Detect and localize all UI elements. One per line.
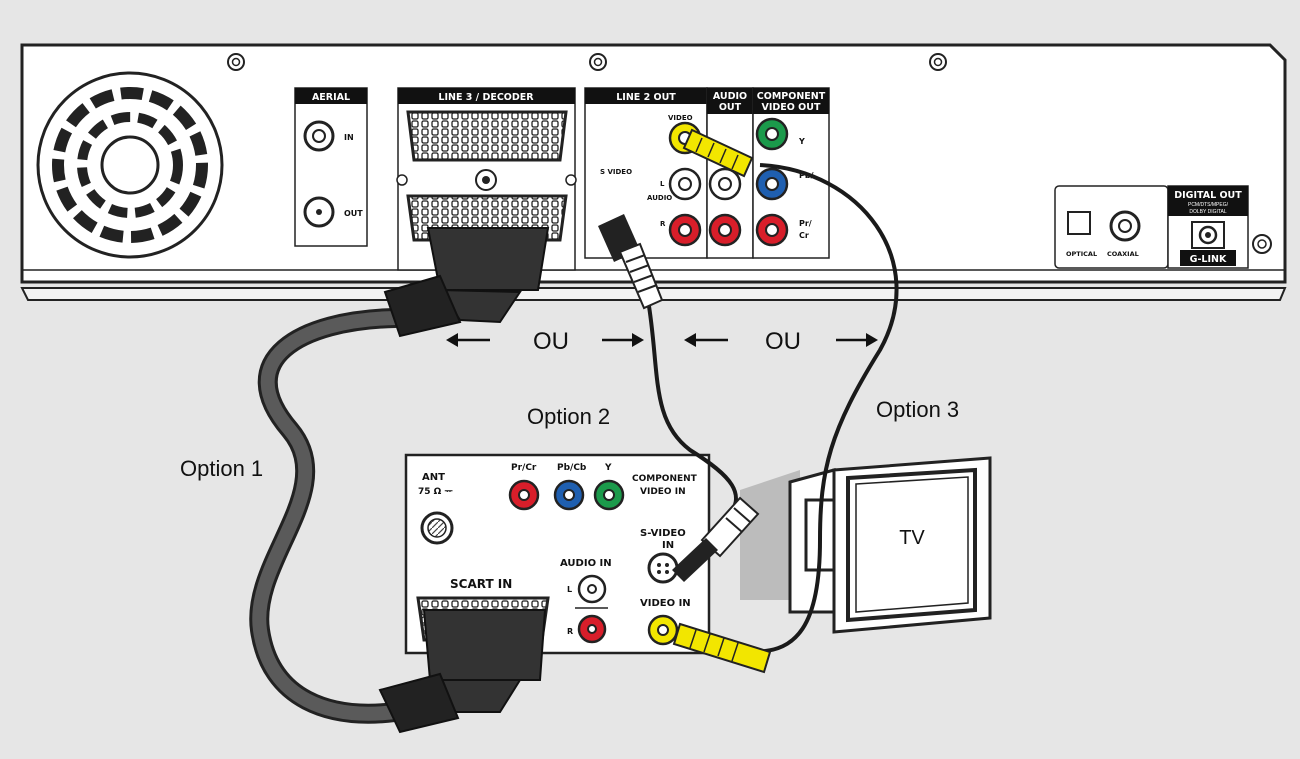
aerial-in-label: IN bbox=[344, 133, 354, 142]
audio-out-header-2: OUT bbox=[719, 102, 742, 113]
tv-pb-jack[interactable] bbox=[553, 479, 585, 511]
screw-icon bbox=[1252, 234, 1272, 254]
tv-audio-in-label: AUDIO IN bbox=[560, 558, 612, 569]
optical-port-icon[interactable] bbox=[1067, 211, 1091, 235]
composite-cable bbox=[739, 163, 899, 654]
scart-plug-top-icon bbox=[383, 227, 550, 338]
component-y-label: Y bbox=[798, 137, 805, 146]
option-1-label: Option 1 bbox=[180, 456, 263, 481]
tv-video-in-jack[interactable] bbox=[647, 614, 679, 646]
tv-label: TV bbox=[899, 527, 925, 549]
tv-ant-label: ANT bbox=[422, 472, 445, 483]
composite-plug-top-icon bbox=[682, 128, 754, 178]
aerial-out-label: OUT bbox=[344, 209, 363, 218]
ou-left-arrows bbox=[446, 333, 644, 347]
svideo-cable bbox=[646, 299, 738, 522]
line2-header: LINE 2 OUT bbox=[616, 92, 676, 103]
line2-r-label: R bbox=[660, 220, 666, 228]
audio-out-header-1: AUDIO bbox=[713, 91, 747, 102]
aerial-header: AERIAL bbox=[312, 92, 350, 103]
tv-video-in-label: VIDEO IN bbox=[640, 598, 691, 609]
tv-audio-l-label: L bbox=[567, 585, 572, 594]
tv-svideo-jack[interactable] bbox=[647, 552, 679, 584]
audio-out-r-jack[interactable] bbox=[708, 213, 742, 247]
audio-l-jack[interactable] bbox=[668, 167, 702, 201]
tv-illustration: TV bbox=[740, 456, 992, 634]
line3-header: LINE 3 / DECODER bbox=[438, 92, 534, 103]
component-y-jack[interactable] bbox=[755, 117, 789, 151]
component-pr-jack[interactable] bbox=[755, 213, 789, 247]
tv-y-jack[interactable] bbox=[593, 479, 625, 511]
line2-svideo-label: S VIDEO bbox=[600, 168, 632, 176]
tv-svideo-label-1: S-VIDEO bbox=[640, 528, 686, 539]
optical-label: OPTICAL bbox=[1066, 250, 1097, 258]
fan-grille-icon bbox=[36, 71, 224, 259]
coaxial-port-icon[interactable] bbox=[1109, 210, 1141, 242]
screw-icon bbox=[929, 53, 947, 71]
tv-prcr-label: Pr/Cr bbox=[511, 463, 537, 473]
component-pb-jack[interactable] bbox=[755, 167, 789, 201]
ou-right-arrows bbox=[684, 333, 878, 347]
recorder-back-panel: AERIAL IN OUT LINE 3 / DECODER LINE 2 OU… bbox=[20, 43, 1287, 301]
tv-audio-l-jack[interactable] bbox=[577, 574, 607, 604]
digital-out-sub-2: DOLBY DIGITAL bbox=[1189, 209, 1227, 215]
line2-video-label: VIDEO bbox=[668, 114, 693, 122]
audio-r-jack[interactable] bbox=[668, 213, 702, 247]
component-header-2: VIDEO OUT bbox=[762, 102, 821, 113]
component-out-panel: COMPONENT VIDEO OUT Y Pb/ Pr/ Cr bbox=[752, 87, 830, 259]
line2-audio-label: AUDIO bbox=[647, 194, 672, 202]
screw-icon bbox=[227, 53, 245, 71]
g-link-port-icon[interactable] bbox=[1198, 225, 1218, 245]
option-3-label: Option 3 bbox=[876, 397, 959, 422]
tv-component-label-2: VIDEO IN bbox=[640, 487, 686, 497]
tv-component-label-1: COMPONENT bbox=[632, 474, 698, 484]
ou-left-label: OU bbox=[533, 328, 569, 355]
tv-pbcb-label: Pb/Cb bbox=[557, 463, 587, 473]
svideo-plug-bottom-icon bbox=[672, 496, 760, 582]
tv-y-label: Y bbox=[604, 463, 612, 473]
coaxial-label: COAXIAL bbox=[1107, 250, 1139, 258]
antenna-in-jack[interactable] bbox=[420, 511, 454, 545]
tv-audio-r-jack[interactable] bbox=[577, 614, 607, 644]
g-link-label: G-LINK bbox=[1190, 254, 1227, 265]
audio-out-panel: AUDIO OUT bbox=[706, 87, 754, 259]
tv-pr-jack[interactable] bbox=[508, 479, 540, 511]
composite-plug-bottom-icon bbox=[672, 622, 772, 674]
option-2-label: Option 2 bbox=[527, 404, 610, 429]
scart-cable bbox=[249, 308, 405, 724]
audio-out-l-jack[interactable] bbox=[708, 167, 742, 201]
tv-ant-sub: 75 Ω ᅲ bbox=[418, 487, 453, 497]
component-header-1: COMPONENT bbox=[757, 91, 826, 102]
tv-svideo-label-2: IN bbox=[662, 540, 674, 551]
tv-scart-in-label: SCART IN bbox=[450, 577, 512, 591]
tv-audio-r-label: R bbox=[567, 627, 573, 636]
svideo-plug-top-icon bbox=[598, 214, 664, 310]
ou-right-label: OU bbox=[765, 328, 801, 355]
scart-plug-bottom-icon bbox=[378, 609, 547, 734]
digital-out-panel: OPTICAL COAXIAL DIGITAL OUT PCM/DTS/MPEG… bbox=[1054, 185, 1249, 269]
digital-out-sub-1: PCM/DTS/MPEG/ bbox=[1188, 202, 1229, 208]
digital-out-header: DIGITAL OUT bbox=[1174, 190, 1242, 201]
line2-l-label: L bbox=[660, 180, 665, 188]
screw-icon bbox=[589, 53, 607, 71]
component-pr-label: Pr/ bbox=[799, 219, 812, 228]
aerial-panel: AERIAL IN OUT bbox=[294, 87, 368, 247]
component-cr-label: Cr bbox=[799, 231, 809, 240]
